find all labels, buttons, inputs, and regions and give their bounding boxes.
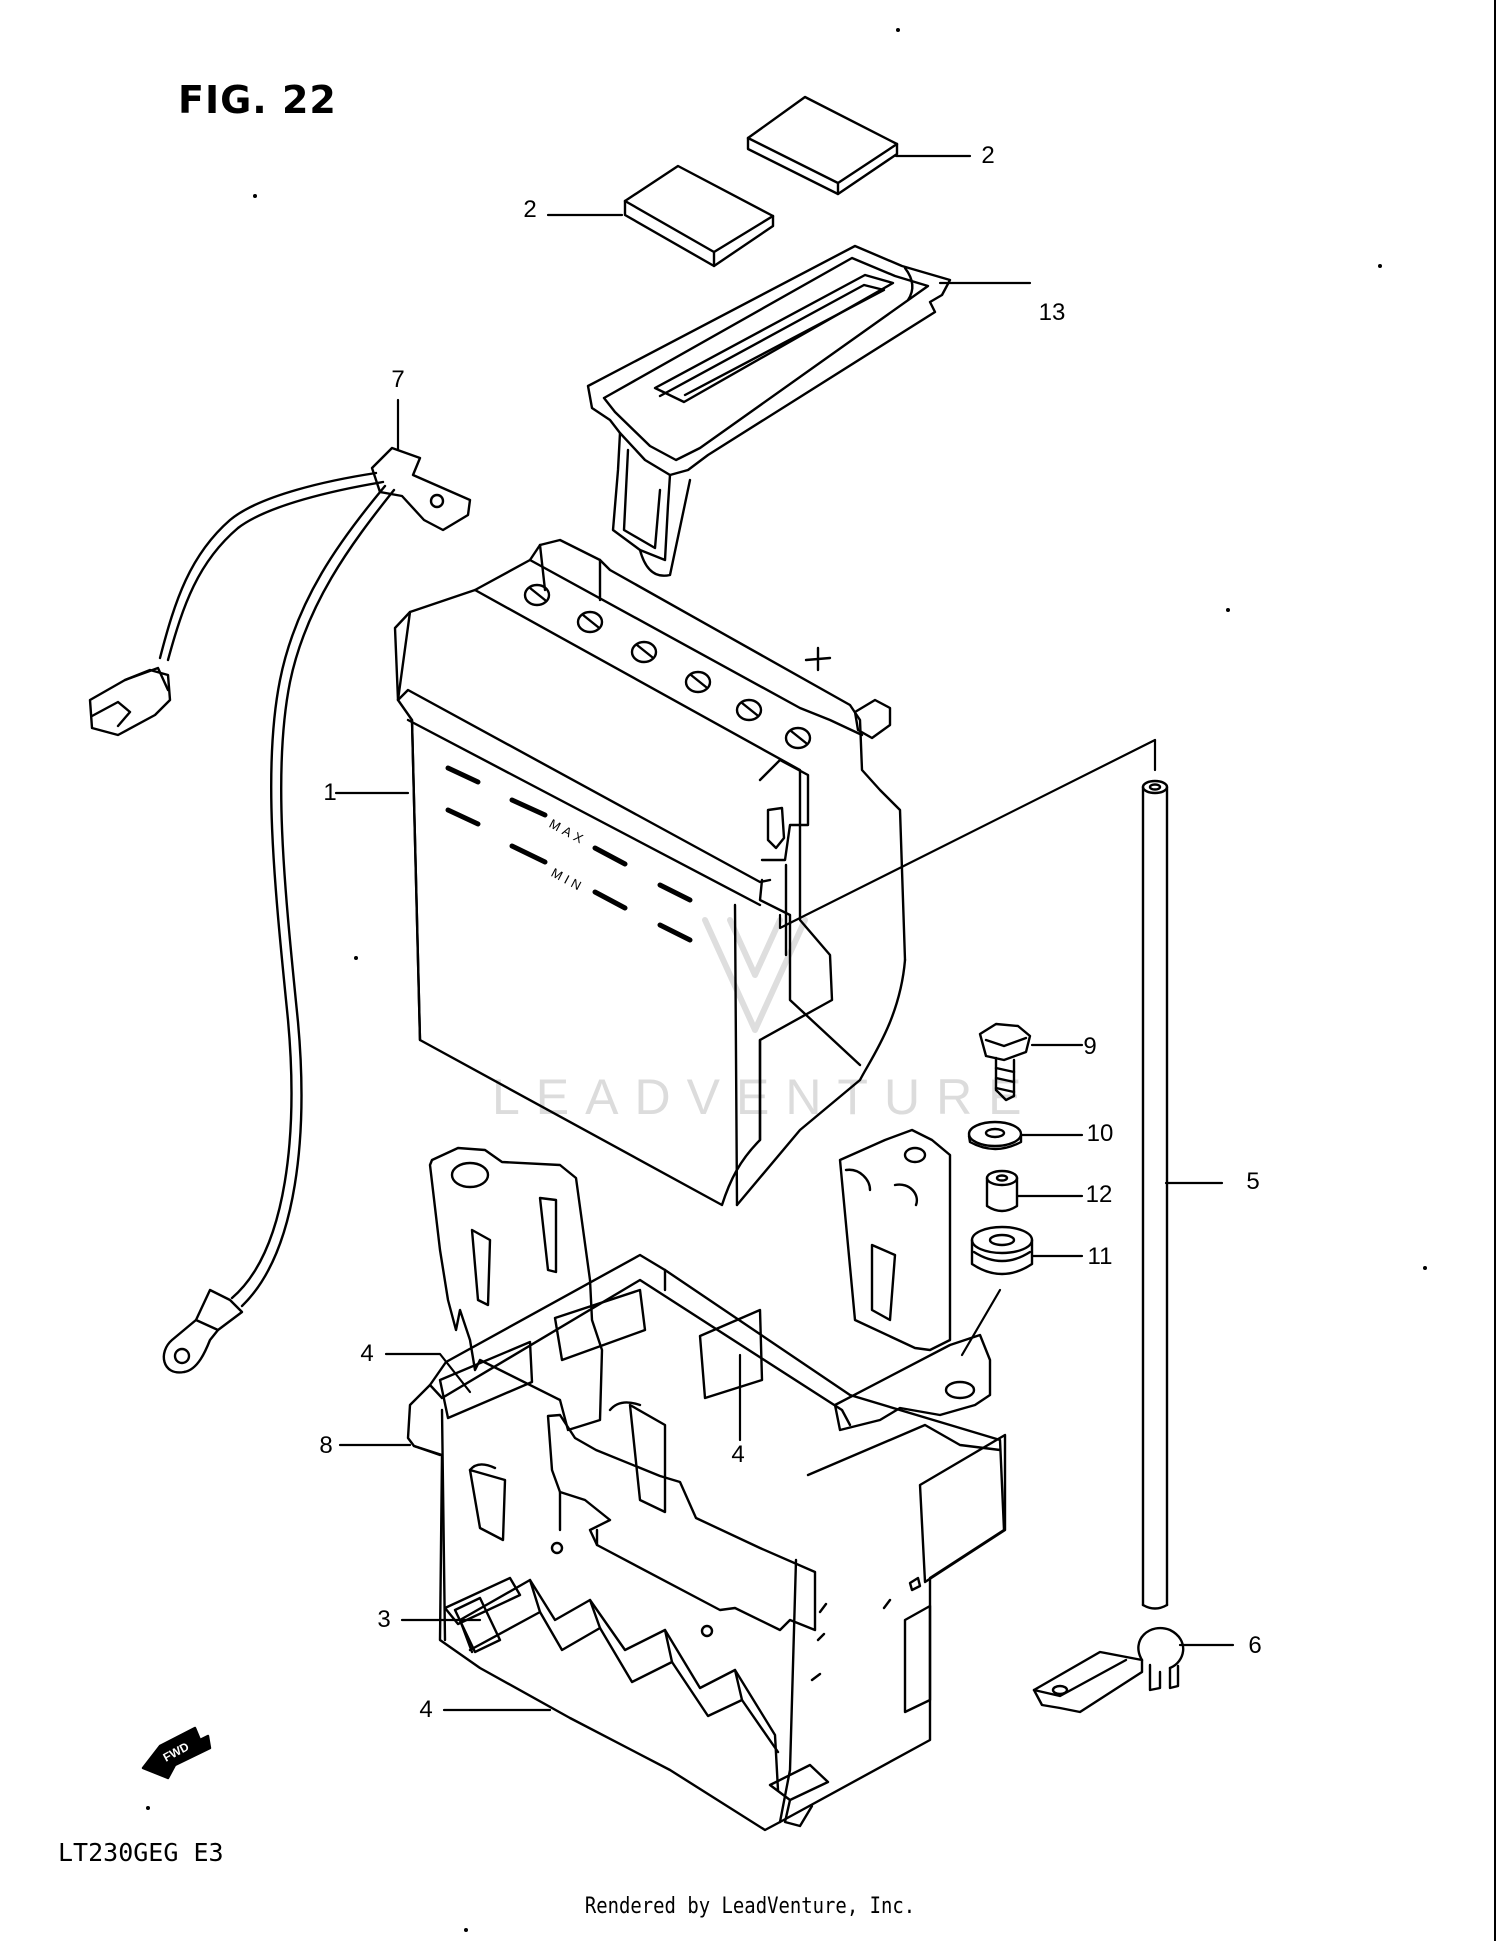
part-3-floor-plate xyxy=(445,1578,520,1624)
part-11-cushion xyxy=(972,1227,1032,1274)
callout-5: 5 xyxy=(1246,1168,1260,1195)
callout-8: 8 xyxy=(319,1432,333,1459)
footer-credit: Rendered by LeadVenture, Inc. xyxy=(584,1894,916,1919)
leader-lines xyxy=(336,156,1233,1710)
callout-1: 1 xyxy=(323,779,337,806)
callout-9: 9 xyxy=(1083,1033,1097,1060)
callout-11: 11 xyxy=(1087,1243,1113,1270)
part-2-pad-upper xyxy=(748,97,897,194)
part-6-clamp xyxy=(1034,1628,1183,1712)
part-8-battery-case xyxy=(408,1130,1005,1830)
part-13-holder-strap xyxy=(588,246,950,576)
part-2-pad-lower xyxy=(625,166,773,266)
callout-4-floor: 4 xyxy=(419,1696,433,1723)
callout-12: 12 xyxy=(1085,1181,1113,1208)
callout-13: 13 xyxy=(1038,299,1066,326)
part-4-cushion-left xyxy=(440,1342,532,1418)
part-7-lead-wire xyxy=(90,448,470,1372)
callout-4-back: 4 xyxy=(731,1441,745,1468)
callout-4-left: 4 xyxy=(360,1340,374,1367)
part-9-bolt xyxy=(980,1024,1030,1100)
battery-cell-caps xyxy=(525,585,810,748)
scan-specks xyxy=(146,28,1427,1932)
part-4-cushion-floor xyxy=(455,1598,500,1652)
callout-6: 6 xyxy=(1248,1632,1262,1659)
callout-7: 7 xyxy=(391,366,405,393)
watermark-logo xyxy=(705,920,805,1030)
figure-title: FIG. 22 xyxy=(178,78,337,122)
part-12-collar xyxy=(987,1171,1017,1211)
battery-level-marks xyxy=(448,768,690,940)
part-4-cushion-back xyxy=(555,1290,762,1398)
page-edge xyxy=(1494,0,1496,1941)
callout-2-lower: 2 xyxy=(523,196,537,223)
callout-2-upper: 2 xyxy=(981,142,995,169)
part-10-washer xyxy=(969,1122,1021,1149)
watermark: LEADVENTURE xyxy=(492,1069,1038,1125)
fwd-arrow-icon xyxy=(143,1728,210,1778)
model-code: LT230GEG E3 xyxy=(58,1838,224,1867)
callout-3: 3 xyxy=(377,1606,391,1633)
part-1-battery xyxy=(395,540,905,1205)
part-5-breather-tube xyxy=(1143,781,1167,1609)
callout-10: 10 xyxy=(1086,1120,1114,1147)
